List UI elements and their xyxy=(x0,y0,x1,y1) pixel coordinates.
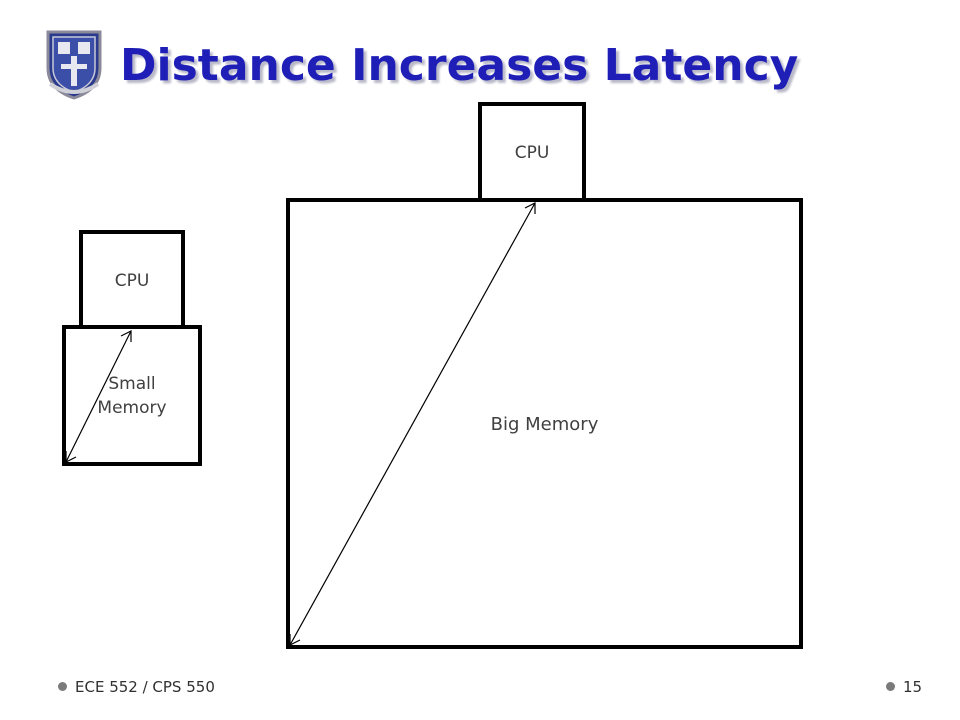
bullet-dot-icon xyxy=(886,682,895,691)
small-cpu-label: CPU xyxy=(114,271,150,291)
small-memory-box xyxy=(62,325,202,466)
footer-course: ECE 552 / CPS 550 xyxy=(58,678,215,696)
small-memory-label-line2: Memory xyxy=(97,398,167,418)
slide-title: Distance Increases Latency xyxy=(120,40,799,91)
small-memory-label-line1: Small xyxy=(108,374,156,394)
bullet-dot-icon xyxy=(58,682,67,691)
big-cpu-label: CPU xyxy=(514,143,550,163)
footer-course-text: ECE 552 / CPS 550 xyxy=(75,678,215,696)
footer-page-number: 15 xyxy=(886,678,922,696)
university-shield-icon xyxy=(46,30,102,100)
page-number-text: 15 xyxy=(903,678,923,696)
big-memory-label: Big Memory xyxy=(490,414,599,435)
big-cpu-box xyxy=(478,102,586,204)
small-cpu-box xyxy=(79,230,185,330)
